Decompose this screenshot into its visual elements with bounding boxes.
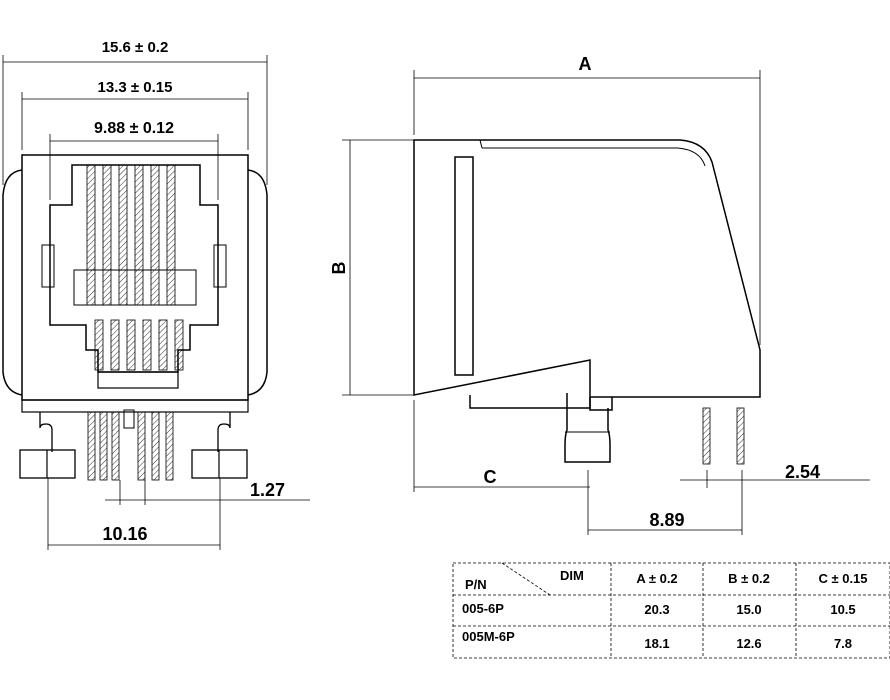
- side-slot: [454, 156, 474, 376]
- side-step: [589, 397, 613, 411]
- left-latch: [41, 244, 55, 288]
- table-row-2-pn: 005M-6P: [462, 629, 515, 644]
- side-pin-1: [702, 407, 711, 465]
- post-spacing-label: 10.16: [102, 524, 147, 544]
- front-key: [97, 371, 179, 389]
- table-row-1-b: 15.0: [736, 602, 761, 617]
- dimension-labels: 15.6 ± 0.2 13.3 ± 0.15 9.88 ± 0.12 1.27 …: [94, 39, 820, 544]
- front-view: [2, 154, 268, 481]
- opening-width-label: 9.88 ± 0.12: [94, 120, 174, 137]
- left-flange: [2, 169, 23, 396]
- table-header-pn: P/N: [465, 577, 487, 592]
- side-pin-pitch-label: 2.54: [785, 462, 820, 482]
- overall-width-label: 15.6 ± 0.2: [102, 39, 169, 56]
- front-dimension-lines: [2, 55, 310, 550]
- pin-pitch-label: 1.27: [250, 480, 285, 500]
- table-row-2-a: 18.1: [644, 636, 669, 651]
- table-col-b: B ± 0.2: [728, 571, 770, 586]
- right-flange: [247, 169, 268, 396]
- side-base: [469, 395, 591, 409]
- table-row-2-c: 7.8: [834, 636, 852, 651]
- table-row-1-c: 10.5: [830, 602, 855, 617]
- mounting-posts: [19, 412, 248, 479]
- body-width-label: 13.3 ± 0.15: [98, 79, 173, 96]
- lower-pins: [87, 409, 174, 481]
- table-col-c: C ± 0.15: [818, 571, 867, 586]
- side-pin-2: [736, 407, 745, 465]
- table-header-dim: DIM: [560, 568, 584, 583]
- pin-offset-label: 8.89: [649, 510, 684, 530]
- side-body: [413, 139, 761, 398]
- dim-b-label: B: [329, 262, 349, 275]
- side-post: [564, 393, 611, 463]
- spec-table: [452, 562, 890, 659]
- front-base: [21, 399, 249, 413]
- dim-a-label: A: [579, 54, 592, 74]
- table-col-a: A ± 0.2: [636, 571, 677, 586]
- side-dimension-lines: [342, 70, 870, 535]
- right-latch: [213, 244, 227, 288]
- side-view: [413, 139, 761, 465]
- dim-c-label: C: [484, 467, 497, 487]
- table-row-1-a: 20.3: [644, 602, 669, 617]
- table-row-2-b: 12.6: [736, 636, 761, 651]
- table-row-1-pn: 005-6P: [462, 601, 504, 616]
- upper-contacts: [86, 164, 184, 371]
- table-text: P/N DIM A ± 0.2 B ± 0.2 C ± 0.15 005-6P …: [462, 568, 868, 651]
